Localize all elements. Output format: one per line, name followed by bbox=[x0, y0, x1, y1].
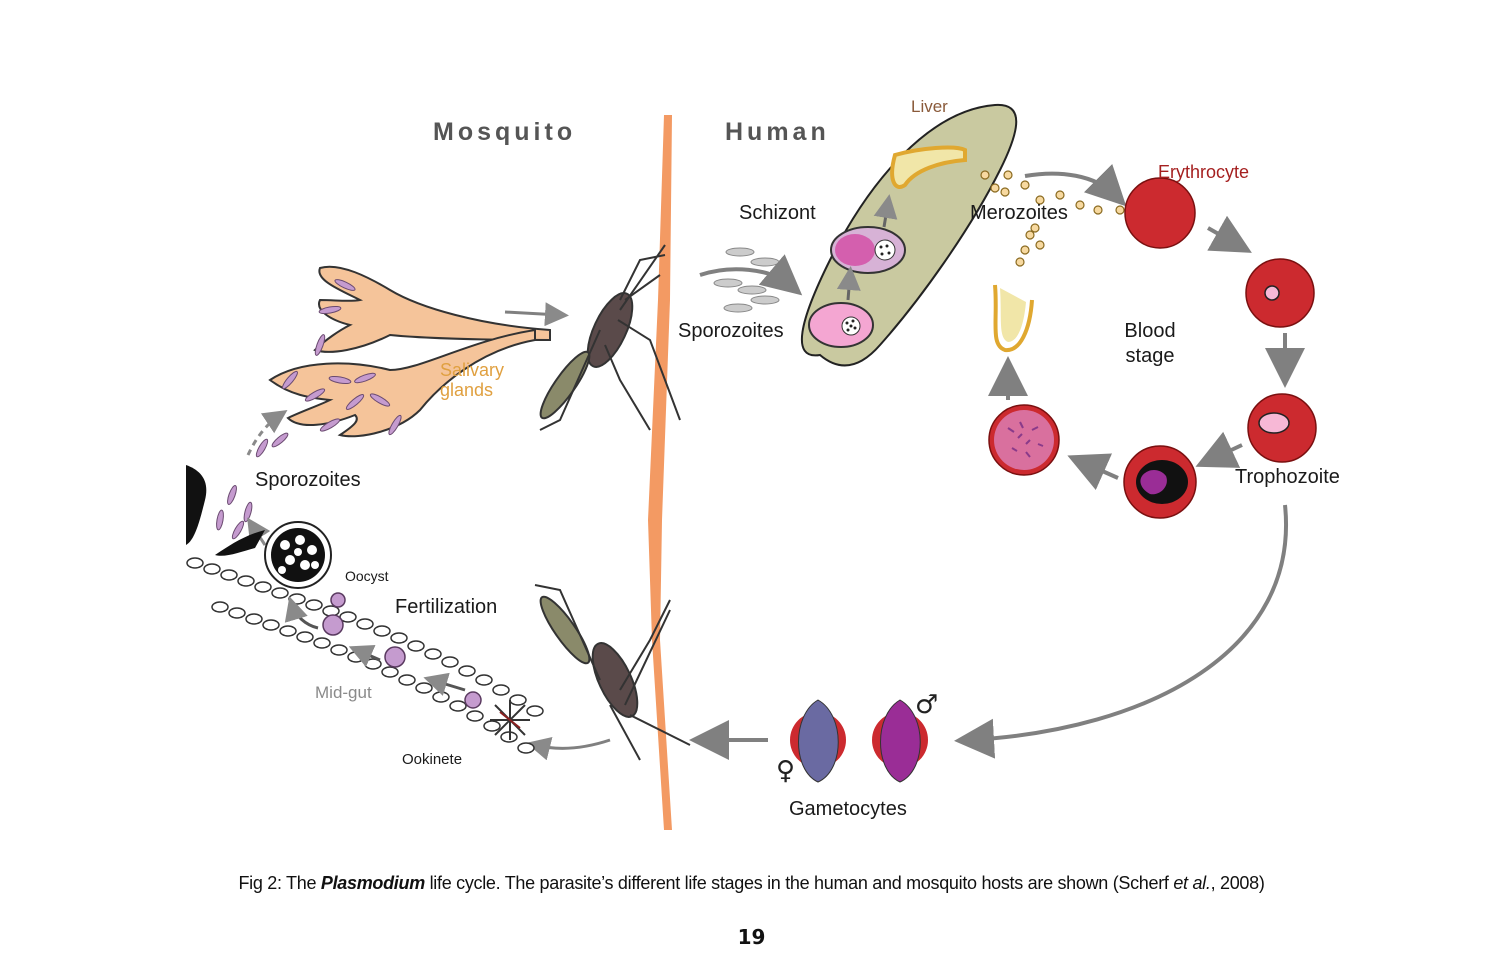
gametocytes-label: Gametocytes bbox=[789, 798, 907, 820]
oocyst-label: Oocyst bbox=[345, 568, 389, 584]
human-host-label: Human bbox=[725, 118, 830, 146]
schizont-label: Schizont bbox=[739, 202, 816, 224]
caption-prefix: Fig 2: The bbox=[238, 873, 321, 893]
caption-suffix: , 2008) bbox=[1210, 873, 1265, 893]
mosquito-upper bbox=[539, 244, 681, 431]
human-sporozoites bbox=[713, 247, 780, 313]
male-gametocyte bbox=[872, 699, 928, 783]
figure-caption: Fig 2: The Plasmodium life cycle. The pa… bbox=[0, 873, 1503, 894]
male-symbol-icon: ♂ bbox=[915, 690, 939, 720]
released-merozoites-pocket bbox=[993, 284, 1034, 353]
mosquito-host-label: Mosquito bbox=[433, 118, 577, 146]
trophozoite-label: Trophozoite bbox=[1235, 466, 1340, 488]
female-symbol-icon: ♀ bbox=[776, 756, 796, 786]
schizont-rbc bbox=[988, 404, 1060, 476]
caption-middle: life cycle. The parasite’s different lif… bbox=[424, 873, 1174, 893]
fertilization-label: Fertilization bbox=[395, 596, 498, 618]
human-sporozoites-label: Sporozoites bbox=[678, 320, 784, 342]
infected-hepatocyte bbox=[808, 302, 874, 348]
liver-merozoite-pocket bbox=[890, 145, 967, 189]
erythrocyte bbox=[1124, 177, 1196, 249]
caption-etal: et al. bbox=[1173, 873, 1211, 893]
midgut-label: Mid-gut bbox=[315, 683, 372, 702]
merozoites-label: Merozoites bbox=[970, 202, 1068, 224]
body-wall bbox=[186, 465, 207, 545]
salivary-gland-upper bbox=[313, 265, 551, 353]
mosquito-sporozoites-label: Sporozoites bbox=[255, 469, 361, 491]
ring-stage-cell bbox=[1245, 258, 1315, 328]
liver-label: Liver bbox=[911, 97, 948, 116]
ookinete-cell bbox=[384, 646, 406, 668]
female-gametocyte bbox=[790, 699, 846, 783]
mosquito-sporozoites bbox=[216, 432, 289, 540]
host-divider bbox=[648, 115, 672, 830]
midgut-upper bbox=[186, 557, 544, 717]
blood-stage-label: Blood stage bbox=[1124, 320, 1176, 367]
caption-genus: Plasmodium bbox=[320, 873, 425, 893]
salivary-glands-label: Salivary glands bbox=[440, 360, 505, 400]
erythrocyte-label: Erythrocyte bbox=[1158, 162, 1250, 182]
oocyst bbox=[264, 521, 332, 589]
merozoites bbox=[980, 170, 1125, 267]
liver-shape bbox=[800, 103, 1018, 367]
page-number: 19 bbox=[737, 925, 766, 949]
mosquito-lower bbox=[534, 584, 691, 761]
salivary-gland-lower bbox=[268, 328, 536, 438]
ookinete-label: Ookinete bbox=[402, 751, 463, 768]
schizont-cell bbox=[830, 226, 906, 274]
